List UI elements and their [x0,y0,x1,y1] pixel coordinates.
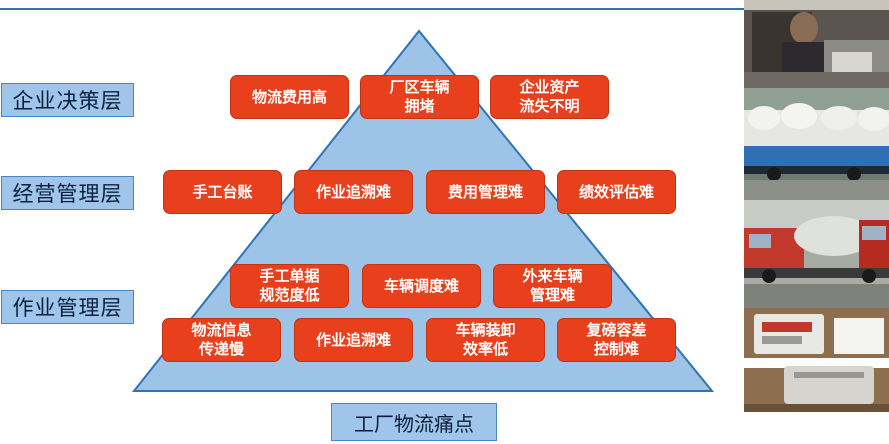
pain-point-box: 物流信息 传递慢 [162,318,281,362]
pain-point-box: 企业资产 流失不明 [490,75,609,119]
truck-on-scale-photo [744,88,889,200]
pain-point-box: 费用管理难 [426,170,545,214]
weighbridge-operator-photo [744,0,889,88]
pain-point-box: 手工单据 规范度低 [230,264,349,308]
top-rule [0,8,745,10]
layer-label-decision: 企业决策层 [1,83,134,117]
layer-label-work: 作业管理层 [1,290,134,324]
pain-point-box: 绩效评估难 [557,170,676,214]
pain-point-box: 复磅容差 控制难 [557,318,676,362]
pain-point-box: 外来车辆 管理难 [493,264,612,308]
pain-point-box: 作业追溯难 [294,318,413,362]
pain-point-box: 车辆调度难 [362,264,481,308]
pain-point-box: 厂区车辆 拥堵 [360,75,479,119]
pain-point-box: 手工台账 [163,170,282,214]
tanker-truck-photo [744,200,889,308]
scale-printer-photo [744,308,889,412]
pain-point-box: 车辆装卸 效率低 [426,318,545,362]
pain-point-box: 作业追溯难 [294,170,413,214]
pain-point-box: 物流费用高 [230,75,349,119]
layer-label-operations: 经营管理层 [1,176,134,210]
diagram-caption: 工厂物流痛点 [331,403,497,441]
